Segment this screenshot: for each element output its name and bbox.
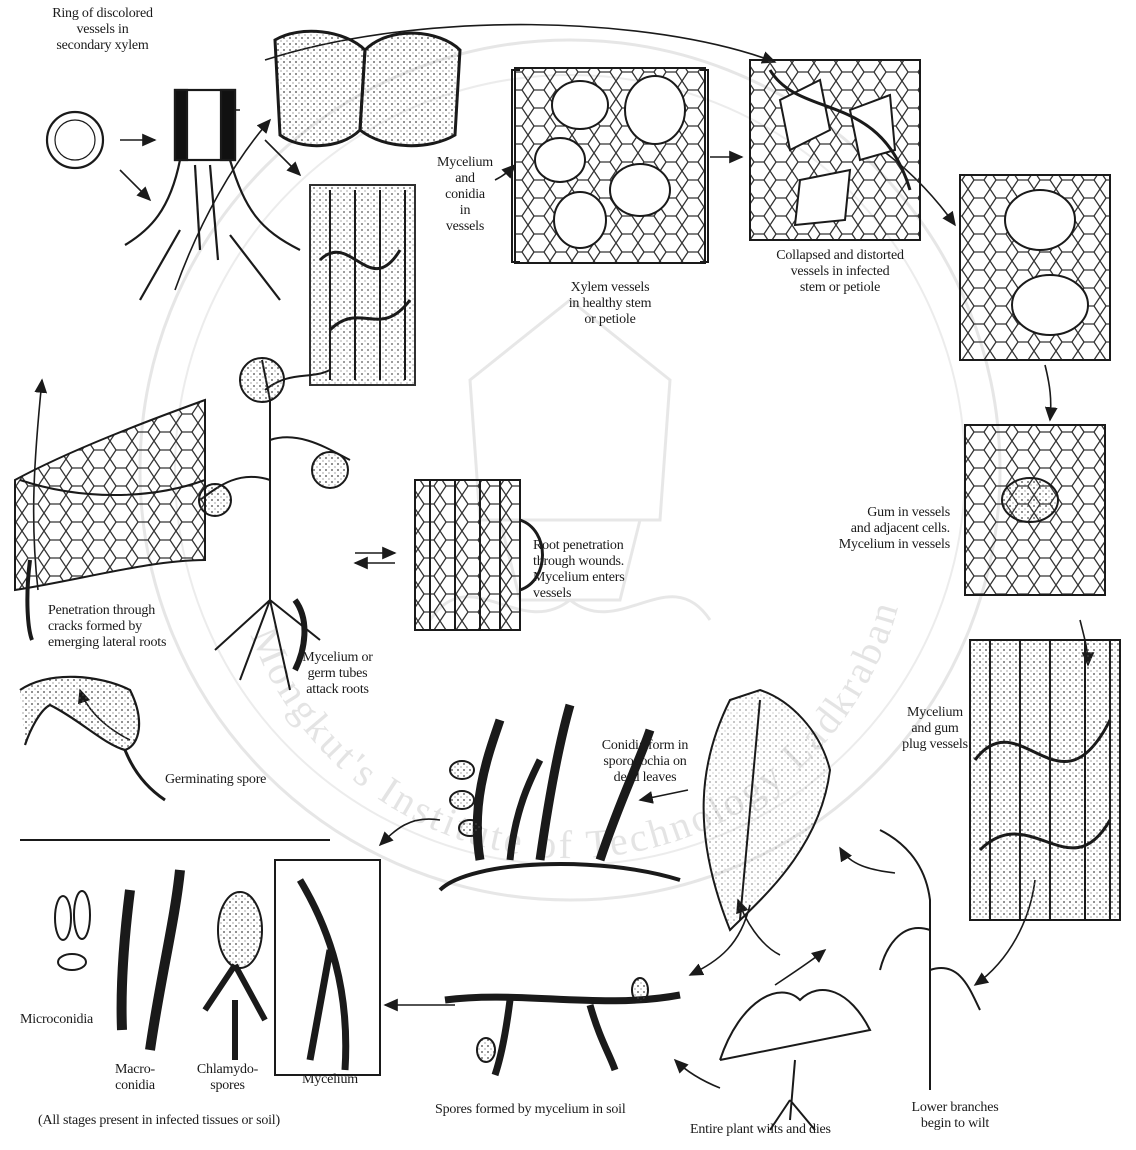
- label-germinating-spore: Germinating spore: [165, 772, 325, 788]
- label-chlamydospores: Chlamydo- spores: [185, 1062, 270, 1094]
- healthy-xylem-illustration: [512, 68, 708, 263]
- label-all-stages: (All stages present in infected tissues …: [38, 1113, 358, 1129]
- label-conidia-form: Conidia form in sporodochia on dead leav…: [580, 738, 710, 786]
- stem-section-illustration: [47, 90, 300, 300]
- label-xylem-healthy: Xylem vessels in healthy stem or petiole: [520, 280, 700, 328]
- label-macroconidia: Macro- conidia: [95, 1062, 175, 1094]
- label-gum-vessels: Gum in vessels and adjacent cells. Mycel…: [800, 505, 950, 553]
- soil-stages-illustration: [20, 840, 380, 1075]
- collapsed-xylem-illustration: [750, 60, 920, 240]
- label-ring-discolored: Ring of discolored vessels in secondary …: [30, 6, 175, 54]
- label-gum-plug: Mycelium and gum plug vessels: [890, 705, 980, 753]
- label-root-penetration: Root penetration through wounds. Myceliu…: [533, 538, 683, 602]
- root-penetration-illustration: [415, 480, 543, 630]
- vessel-cells-illustration: [275, 31, 460, 145]
- label-entire-plant: Entire plant wilts and dies: [690, 1122, 890, 1138]
- label-penetration-cracks: Penetration through cracks formed by eme…: [48, 603, 218, 651]
- label-microconidia: Microconidia: [20, 1012, 130, 1028]
- label-mycelium: Mycelium: [285, 1072, 375, 1088]
- label-germ-tubes: Mycelium or germ tubes attack roots: [280, 650, 395, 698]
- tissue-right-illustration: [960, 175, 1110, 595]
- germinating-spore-illustration: [20, 677, 165, 800]
- sporodochia-illustration: [440, 705, 680, 890]
- gum-plug-illustration: [970, 640, 1120, 920]
- soil-mycelium-illustration: [445, 978, 680, 1075]
- label-spores-soil: Spores formed by mycelium in soil: [435, 1102, 695, 1118]
- label-lower-branches: Lower branches begin to wilt: [895, 1100, 1015, 1132]
- label-collapsed-vessels: Collapsed and distorted vessels in infec…: [745, 248, 935, 296]
- label-mycelium-conidia: Mycelium and conidia in vessels: [420, 155, 510, 235]
- mycelium-vessels-illustration: [310, 185, 415, 385]
